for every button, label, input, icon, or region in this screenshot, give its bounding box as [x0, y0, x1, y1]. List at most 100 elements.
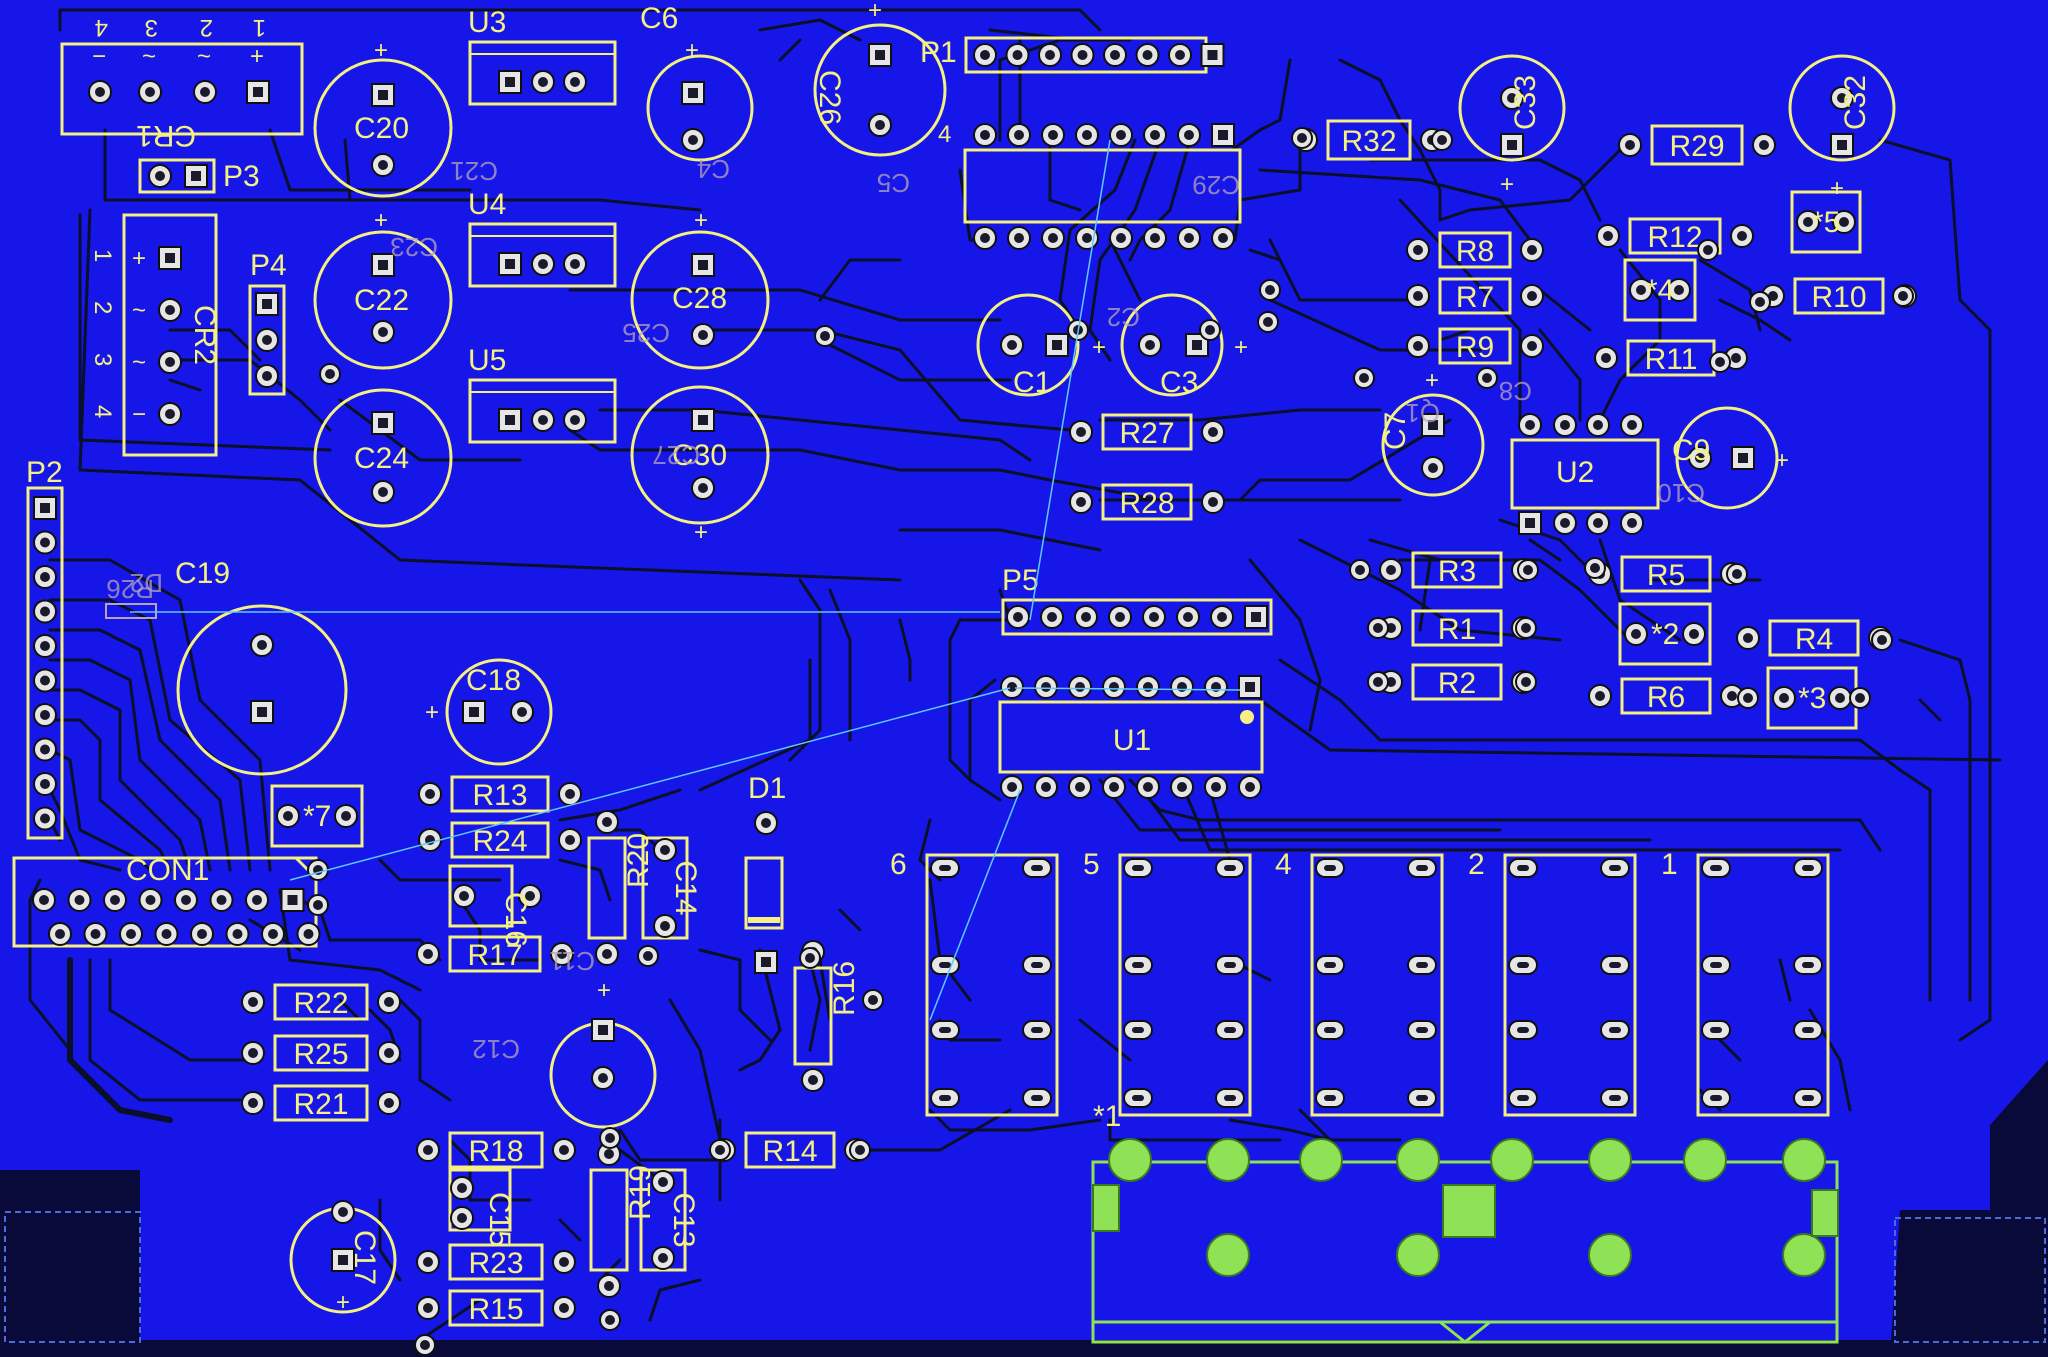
regulator-u4[interactable]: U4: [468, 188, 617, 288]
resistor-r17[interactable]: R17: [416, 935, 574, 973]
terminal-mount-left[interactable]: [1092, 1184, 1120, 1232]
capacitor-c12[interactable]: +: [549, 977, 657, 1129]
via-18[interactable]: [1353, 367, 1375, 389]
connector-p2[interactable]: P2: [26, 456, 64, 840]
via-9[interactable]: [307, 894, 329, 916]
via-22[interactable]: [1749, 291, 1771, 313]
via-21[interactable]: [1697, 239, 1719, 261]
capacitor-c20[interactable]: +C20: [313, 37, 453, 198]
resistor-r13[interactable]: R13: [418, 775, 582, 813]
via-34[interactable]: [1726, 563, 1748, 585]
via-30[interactable]: [1515, 671, 1537, 693]
via-29[interactable]: [1367, 671, 1389, 693]
capacitor-c30[interactable]: +C30: [630, 385, 770, 546]
terminal-pad[interactable]: [1299, 1138, 1343, 1182]
connector-p1[interactable]: P1: [920, 36, 1225, 74]
bridge-rectifier-cr1[interactable]: 4−3~2~1+CR1: [60, 14, 304, 152]
capacitor-c28[interactable]: +C28: [630, 207, 770, 370]
resistor-r18[interactable]: R18: [416, 1131, 576, 1169]
resistor-r6[interactable]: R6: [1588, 677, 1744, 715]
via-7[interactable]: [319, 363, 341, 385]
terminal-pad[interactable]: [1683, 1138, 1727, 1182]
connector-p4[interactable]: P4: [248, 249, 287, 396]
capacitor-c9[interactable]: +C9: [1672, 406, 1789, 510]
via-16[interactable]: [414, 1334, 436, 1356]
connector-p3[interactable]: P3: [138, 158, 260, 194]
relay-1[interactable]: 5: [1083, 848, 1252, 1117]
capacitor-c17[interactable]: +C17: [289, 1200, 397, 1316]
resistor-r29[interactable]: R29: [1618, 124, 1776, 166]
component-star4[interactable]: *4: [1623, 258, 1697, 322]
capacitor-c24[interactable]: C24: [313, 388, 453, 528]
via-13[interactable]: [709, 1139, 731, 1161]
component-star7[interactable]: *7: [270, 784, 364, 848]
connector-con1[interactable]: CON1: [12, 854, 321, 948]
via-28[interactable]: [1367, 617, 1389, 639]
via-14[interactable]: [849, 1139, 871, 1161]
resistor-r8[interactable]: R8: [1406, 231, 1544, 269]
regulator-u5[interactable]: U5: [468, 344, 617, 444]
terminal-pad[interactable]: [1206, 1138, 1250, 1182]
resistor-r28[interactable]: R28: [1069, 483, 1225, 521]
terminal-pad[interactable]: [1206, 1233, 1250, 1277]
terminal-pad-square[interactable]: [1442, 1184, 1496, 1238]
via-17[interactable]: [599, 1309, 621, 1331]
capacitor-c26[interactable]: +C26: [813, 0, 947, 157]
capacitor-c3[interactable]: +C3: [1120, 293, 1248, 399]
diode-d1[interactable]: D1: [744, 772, 786, 974]
via-33[interactable]: [1584, 557, 1606, 579]
resistor-r7[interactable]: R7: [1406, 277, 1544, 315]
connector-p5[interactable]: P5: [1001, 564, 1273, 636]
regulator-u3[interactable]: U3: [468, 6, 617, 106]
capacitor-c32[interactable]: +C32: [1788, 54, 1896, 202]
via-5[interactable]: [1199, 319, 1221, 341]
via-24[interactable]: [1871, 629, 1893, 651]
capacitor-c14[interactable]: C14: [641, 836, 702, 940]
ic-u1[interactable]: U1: [998, 675, 1264, 799]
terminal-pad[interactable]: [1396, 1233, 1440, 1277]
component-star5[interactable]: *5: [1790, 190, 1862, 254]
capacitor-c15[interactable]: C15: [448, 1168, 516, 1247]
via-12[interactable]: [862, 989, 884, 1011]
terminal-mount-right[interactable]: [1811, 1189, 1839, 1237]
resistor-r12[interactable]: R12: [1596, 217, 1754, 255]
ic-u2[interactable]: U2: [1510, 413, 1660, 535]
via-2[interactable]: [1259, 279, 1281, 301]
via-27[interactable]: [1349, 559, 1371, 581]
relay-0[interactable]: 6: [890, 848, 1059, 1117]
capacitor-c7[interactable]: +C7: [1379, 367, 1485, 497]
terminal-pad[interactable]: [1782, 1138, 1826, 1182]
resistor-r19[interactable]: R19: [589, 1142, 657, 1298]
via-31[interactable]: [1515, 617, 1537, 639]
resistor-r24[interactable]: R24: [418, 821, 582, 859]
resistor-r22[interactable]: R22: [241, 983, 401, 1021]
terminal-pad[interactable]: [1108, 1138, 1152, 1182]
relay-2[interactable]: 4: [1275, 848, 1444, 1117]
terminal-pad[interactable]: [1588, 1138, 1632, 1182]
bridge-rectifier-cr2[interactable]: 1+2~3~4−CR2: [89, 213, 221, 457]
via-10[interactable]: [637, 945, 659, 967]
resistor-r27[interactable]: R27: [1069, 413, 1225, 451]
component-star2[interactable]: *2: [1618, 602, 1712, 666]
resistor-r21[interactable]: R21: [241, 1084, 401, 1122]
terminal-pad[interactable]: [1396, 1138, 1440, 1182]
via-19[interactable]: [1476, 367, 1498, 389]
capacitor-c1[interactable]: +C1: [976, 293, 1106, 399]
terminal-pad[interactable]: [1490, 1138, 1534, 1182]
via-26[interactable]: [1849, 687, 1871, 709]
resistor-r20[interactable]: R20: [587, 810, 655, 966]
ic-dip-top[interactable]: 4: [938, 121, 1242, 250]
via-11[interactable]: [799, 947, 821, 969]
capacitor-c18[interactable]: +C18: [425, 658, 553, 766]
resistor-r9[interactable]: R9: [1406, 327, 1544, 365]
relay-4[interactable]: 1: [1661, 848, 1830, 1117]
capacitor-c13[interactable]: C13: [639, 1168, 700, 1272]
via-6[interactable]: [814, 325, 836, 347]
capacitor-c19[interactable]: C19: [175, 557, 348, 776]
via-3[interactable]: [1257, 311, 1279, 333]
via-25[interactable]: [1737, 687, 1759, 709]
via-0[interactable]: [1291, 127, 1313, 149]
